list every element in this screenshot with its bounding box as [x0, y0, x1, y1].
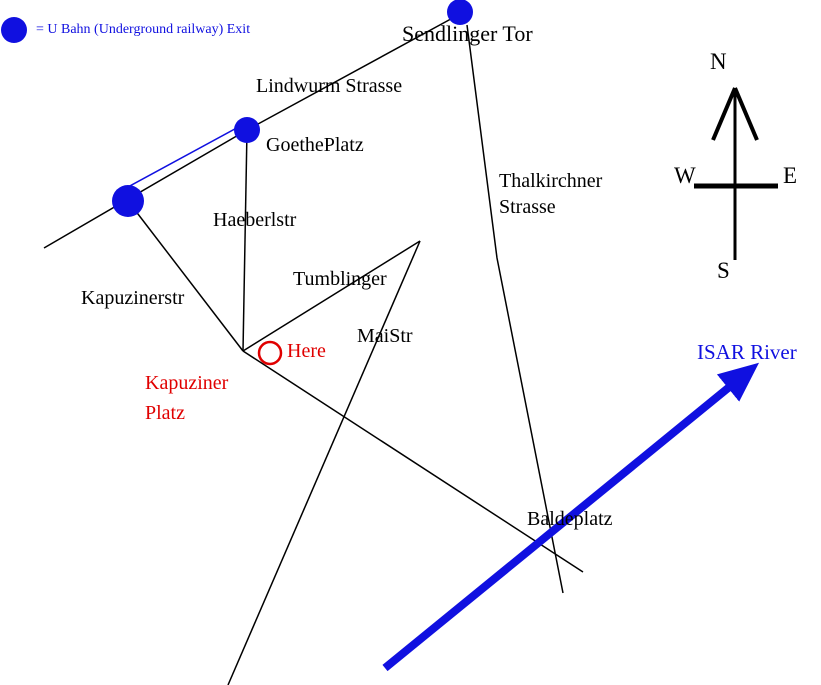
road-lindwurm-southwest: [43, 129, 248, 249]
label-goetheplatz: GoethePlatz: [266, 134, 364, 156]
label-maistr: MaiStr: [357, 325, 413, 347]
road-thalkirchner-strasse: [466, 24, 564, 594]
compass-rose: [694, 87, 778, 260]
label-thalkirchner-strasse: Thalkirchner Strasse: [499, 170, 603, 218]
legend-text: = U Bahn (Underground railway) Exit: [36, 22, 251, 37]
ubahn-rail-line: [114, 123, 245, 195]
label-kapuziner-platz: Kapuziner Platz: [145, 372, 229, 424]
compass-north-label: N: [710, 49, 727, 74]
label-haeberlstr: Haeberlstr: [213, 209, 297, 231]
road-lindwurm-northeast: [246, 13, 461, 131]
road-tumblinger: [242, 240, 421, 352]
compass-arrowhead-left: [711, 87, 737, 141]
here-marker-icon: [257, 340, 283, 366]
label-kapuzinerstr: Kapuzinerstr: [81, 287, 185, 309]
road-maistr: [227, 240, 421, 685]
label-tumblinger: Tumblinger: [293, 268, 387, 290]
compass-west-label: W: [674, 163, 696, 188]
road-kapuzinerstr: [127, 200, 244, 352]
ubahn-exit-west-icon: [112, 185, 144, 217]
road-to-baldeplatz: [242, 350, 584, 573]
label-sendlinger-tor: Sendlinger Tor: [402, 21, 533, 46]
isar-river-arrow: [382, 362, 760, 672]
label-isar-river: ISAR River: [697, 340, 797, 364]
label-baldeplatz: Baldeplatz: [527, 508, 613, 530]
compass-arrowhead-right: [733, 87, 759, 141]
label-lindwurm-strasse: Lindwurm Strasse: [256, 75, 403, 97]
legend-ubahn-exit-icon: [1, 17, 27, 43]
compass-south-label: S: [717, 258, 730, 283]
ubahn-exit-goetheplatz-icon: [234, 117, 260, 143]
road-haeberlstr: [242, 129, 248, 352]
label-here: Here: [287, 340, 326, 362]
ubahn-exit-sendlinger-tor-icon: [447, 0, 473, 25]
compass-east-label: E: [783, 163, 798, 188]
